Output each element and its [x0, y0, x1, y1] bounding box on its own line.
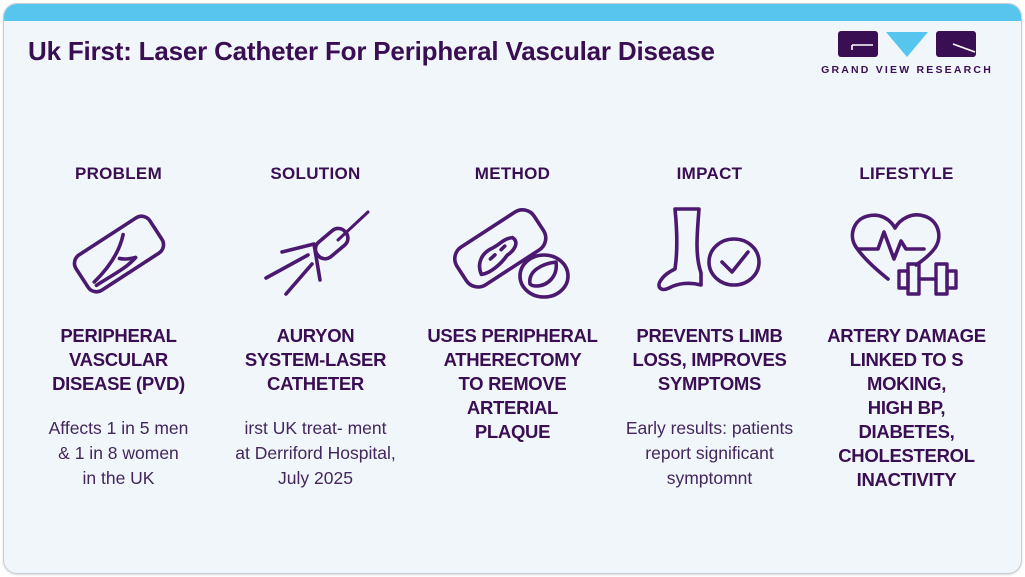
column-statement: USES PERIPHERAL ATHERECTOMY TO REMOVE AR…	[427, 325, 598, 442]
column-statement: ARTERY DAMAGE LINKED TO S MOKING, HIGH B…	[827, 325, 986, 490]
column-header: SOLUTION	[270, 164, 361, 183]
column-solution: SOLUTION AURYON SYSTEM-LASER CATHETER ir…	[217, 164, 414, 512]
logo-v-triangle-icon	[886, 32, 929, 57]
column-header: IMPACT	[676, 164, 743, 183]
page-title: Uk First: Laser Catheter For Peripheral …	[28, 36, 715, 66]
columns-row: PROBLEM PERIPHERAL VASCULAR DISEASE (PVD…	[4, 164, 1021, 512]
column-statement: PREVENTS LIMB LOSS, IMPROVES SYMPTOMS	[632, 325, 787, 394]
logo-brand-text: GRAND VIEW RESEARCH	[821, 64, 993, 76]
heart-dumbbell-icon	[842, 198, 972, 310]
column-detail: Affects 1 in 5 men & 1 in 8 women in the…	[48, 418, 189, 488]
logo-shapes	[838, 31, 977, 58]
column-detail: irst UK treat- ment at Derriford Hospita…	[235, 418, 396, 488]
brand-logo: GRAND VIEW RESEARCH	[821, 31, 993, 76]
infographic-card: Uk First: Laser Catheter For Peripheral …	[3, 3, 1022, 574]
column-header: PROBLEM	[74, 164, 163, 183]
column-statement: PERIPHERAL VASCULAR DISEASE (PVD)	[52, 325, 185, 394]
plaque-removal-icon	[448, 198, 578, 310]
column-header: LIFESTYLE	[859, 164, 954, 183]
column-lifestyle: LIFESTYLE ARTERY DAMAGE LINKED TO S MOKI…	[808, 164, 1005, 512]
logo-r-block-icon	[936, 31, 977, 57]
column-header: METHOD	[474, 164, 551, 183]
column-impact: IMPACT PREVENTS LIMB LOSS, IMPROVES SYMP…	[611, 164, 808, 512]
accent-topbar	[4, 4, 1021, 21]
column-problem: PROBLEM PERIPHERAL VASCULAR DISEASE (PVD…	[20, 164, 217, 512]
column-detail: Early results: patients report significa…	[625, 418, 794, 488]
artery-cross-section-icon	[59, 198, 179, 310]
header-row: Uk First: Laser Catheter For Peripheral …	[4, 21, 1021, 76]
column-statement: AURYON SYSTEM-LASER CATHETER	[244, 325, 387, 394]
limb-check-icon	[650, 198, 770, 310]
column-method: METHOD USES PERIPHERAL ATHERECTOMY TO RE…	[414, 164, 611, 512]
laser-catheter-icon	[256, 198, 376, 310]
logo-g-block-icon	[838, 31, 879, 57]
